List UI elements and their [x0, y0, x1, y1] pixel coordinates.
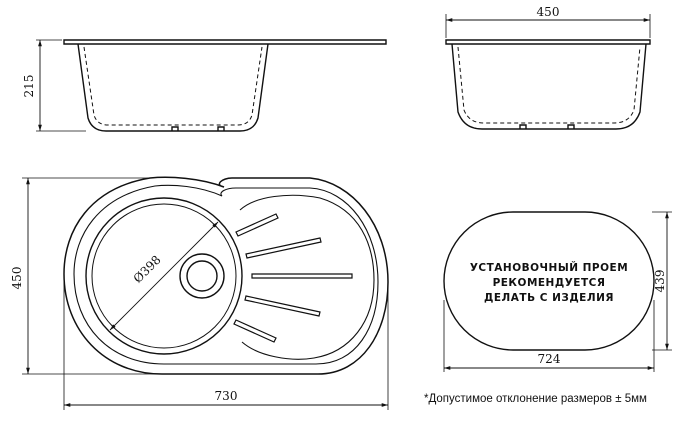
- front-view-bowl: [451, 43, 647, 130]
- side-view-rim: [63, 39, 387, 45]
- front-view: [445, 14, 651, 130]
- dim-line-diameter: [109, 221, 219, 331]
- top-view: [22, 176, 389, 410]
- top-view-outer-outline: [63, 176, 389, 375]
- cutout-view: [443, 211, 672, 372]
- side-view-drain: [171, 126, 225, 131]
- cutout-text-line-3: ДЕЛАТЬ С ИЗДЕЛИЯ: [484, 292, 614, 304]
- cutout-outline: [443, 211, 655, 351]
- top-view-bowl-inner: [91, 203, 237, 349]
- top-view-drainboard: [239, 194, 375, 360]
- top-view-drain-ribs: [233, 213, 353, 343]
- dim-side-height: 215: [22, 75, 36, 98]
- side-view: [36, 39, 387, 132]
- side-view-inner-dashed: [83, 46, 263, 126]
- dim-top-width: 730: [215, 389, 238, 403]
- dim-front-width: 450: [537, 5, 560, 19]
- tolerance-footnote: *Допустимое отклонение размеров ± 5мм: [424, 393, 647, 405]
- front-view-inner-dashed: [457, 46, 641, 124]
- front-view-rim: [445, 39, 651, 45]
- drain-rib: [251, 273, 353, 279]
- dim-cutout-height: 439: [653, 270, 667, 293]
- top-view-drain-inner: [186, 260, 218, 292]
- top-view-bowl: [85, 197, 243, 355]
- dim-cutout-width: 724: [538, 352, 561, 366]
- top-view-rim-edge: [73, 184, 379, 365]
- side-view-bowl: [77, 43, 269, 132]
- drain-rib: [235, 213, 279, 237]
- dim-top-height: 450: [10, 267, 24, 290]
- front-view-drain: [519, 124, 575, 129]
- drain-rib: [233, 319, 277, 343]
- cutout-text-line-2: РЕКОМЕНДУЕТСЯ: [493, 277, 606, 289]
- cutout-text-line-1: УСТАНОВОЧНЫЙ ПРОЕМ: [470, 261, 628, 274]
- drain-rib: [245, 237, 322, 259]
- drain-rib: [244, 295, 321, 317]
